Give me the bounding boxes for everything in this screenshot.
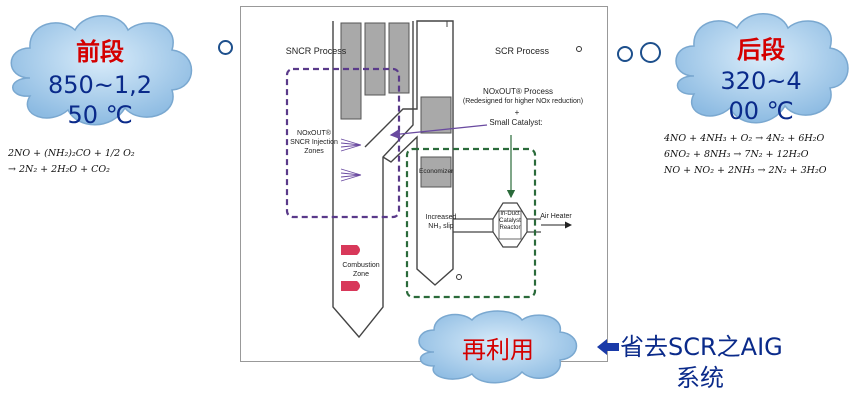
left-formula-line1: 2NO + (NH₂)₂CO + 1/2 O₂	[8, 148, 135, 159]
reuse-cloud: 再利用	[410, 308, 586, 386]
right-temp-line2: 00 ℃	[728, 97, 794, 125]
increased-slip-label: Increased NH₃ slip	[425, 214, 457, 230]
right-cloud: 后段	[666, 6, 856, 131]
process-diagram: SNCR Process SCR Process NOxOUT® Process…	[240, 6, 608, 362]
cloud-shape	[418, 310, 578, 384]
boiler-schematic	[285, 20, 582, 339]
right-formula-line3: NO + NO₂ + 2NH₃ → 2N₂ + 3H₂O	[664, 165, 827, 176]
small-catalyst-label: Small Catalyst:	[489, 118, 543, 127]
left-temp-line2: 50 ℃	[67, 101, 133, 129]
right-formula-line2: 6NO₂ + 8NH₃ → 7N₂ + 12H₂O	[664, 149, 809, 160]
right-formula-line1: 4NO + 4NH₃ + O₂ → 4N₂ + 6H₂O	[664, 133, 825, 144]
reactor-label: In-Duct Catalyst Reactor	[499, 211, 521, 231]
scr-process-label: SCR Process	[494, 46, 549, 56]
right-temp-line1: 320~4	[720, 67, 802, 95]
injection-zones-label: NOxOUT® SNCR Injection Zones	[290, 130, 338, 155]
left-temp-line1: 850~1,2	[47, 71, 153, 99]
right-cloud-title: 后段	[737, 36, 785, 64]
cloud-shape	[10, 15, 193, 126]
air-heater-label: Air Heater	[540, 213, 572, 220]
noxout-title: NOxOUT® Process	[483, 87, 553, 96]
left-cloud: 前段	[0, 8, 200, 133]
reuse-label: 再利用	[462, 336, 534, 364]
plus-sign: +	[514, 108, 520, 117]
left-cloud-title: 前段	[76, 38, 124, 66]
noxout-subtitle: (Redesigned for higher NOx reduction)	[462, 98, 584, 105]
thought-bubble	[617, 46, 633, 62]
combustion-zone-label: Combustion Zone	[342, 262, 380, 278]
sncr-process-label: SNCR Process	[285, 46, 347, 56]
note-line2: 系统	[676, 364, 724, 392]
economizer-label: Economizer	[419, 168, 454, 175]
note-line1: 省去SCR之AIG	[620, 333, 783, 361]
cloud-shape	[675, 13, 849, 124]
thought-bubble	[218, 40, 233, 55]
note-arrow-icon	[597, 338, 619, 356]
thought-bubble	[640, 42, 661, 63]
left-formula-line2: → 2N₂ + 2H₂O + CO₂	[8, 164, 110, 175]
